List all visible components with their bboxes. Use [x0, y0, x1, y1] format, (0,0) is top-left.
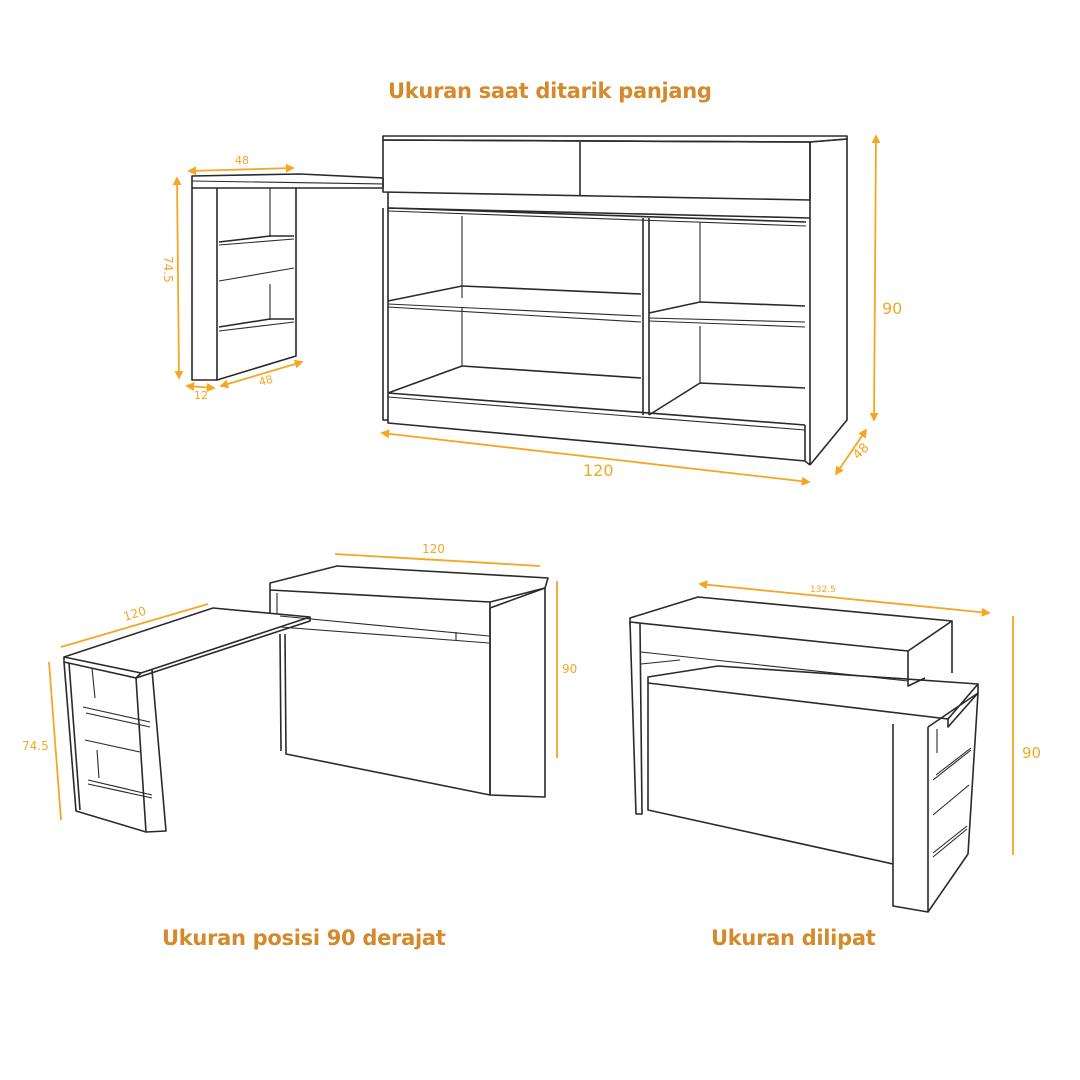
dim-side-top-width: 48	[235, 154, 249, 167]
ninety-degree-desk	[63, 565, 549, 833]
dim-cabinet-width: 120	[583, 461, 614, 480]
extended-cabinet	[382, 135, 848, 466]
dim-folded-length: 132.5	[810, 585, 836, 595]
dim-leg-width: 12	[194, 389, 208, 402]
title-ninety-degree: Ukuran posisi 90 derajat	[162, 926, 446, 950]
dim-side-length: 120	[122, 604, 148, 624]
dim-cabinet-depth: 48	[850, 441, 872, 463]
dim-side-height-90: 74.5	[22, 739, 49, 753]
dim-cabinet-height: 90	[882, 299, 902, 318]
folded-desk	[629, 596, 979, 913]
dim-side-depth: 48	[257, 373, 274, 389]
extended-dimensions: 48 74.5 12 48 90 120 48	[161, 134, 902, 486]
dim-folded-height: 90	[1022, 744, 1041, 762]
ninety-degree-dimensions: 120 120 90 74.5	[22, 542, 577, 821]
title-folded: Ukuran dilipat	[711, 926, 876, 950]
extended-side-desk	[191, 173, 384, 381]
title-extended: Ukuran saat ditarik panjang	[388, 79, 712, 103]
dim-main-height: 90	[562, 662, 577, 676]
dim-side-height: 74.5	[161, 256, 175, 283]
folded-dimensions: 132.5 90	[698, 580, 1041, 855]
dim-main-length: 120	[422, 542, 445, 556]
